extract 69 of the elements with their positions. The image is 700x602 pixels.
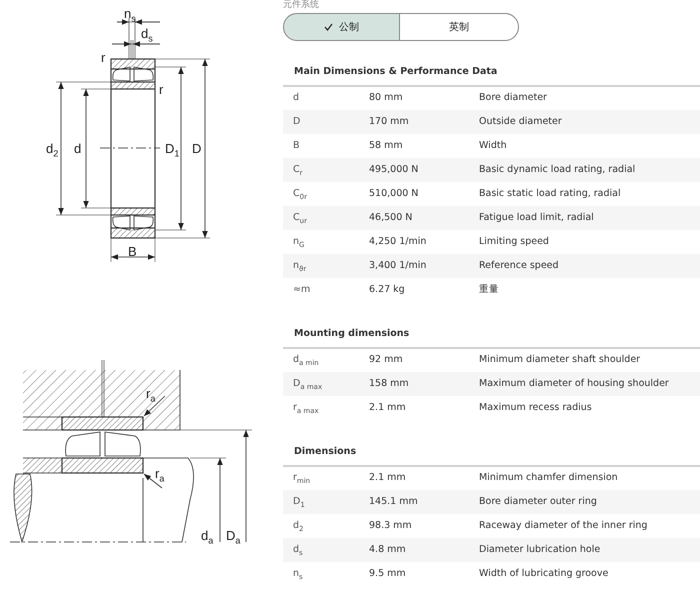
symbol-cell-text: r$_{min}$ (293, 471, 310, 487)
dimension-label: D (192, 141, 202, 156)
description-cell-text: Reference speed (479, 259, 559, 273)
description-cell-text: Width of lubricating groove (479, 567, 608, 581)
dimension-label: r$_{a}$ (155, 466, 164, 486)
description-cell-text: Diameter lubrication hole (479, 543, 600, 557)
dimension-label: D$_{1}$ (165, 141, 180, 161)
value-cell-text: 2.1 mm (369, 471, 406, 485)
value-cell-text: 170 mm (369, 115, 409, 129)
value-cell-text: 92 mm (369, 353, 403, 367)
symbol-cell-text: n$_{G}$ (293, 235, 304, 251)
description-cell-text: Basic dynamic load rating, radial (479, 163, 636, 177)
symbol-cell-text: d (293, 91, 300, 105)
description-cell-text: Fatigue load limit, radial (479, 211, 594, 225)
description-cell-text: Raceway diameter of the inner ring (479, 519, 648, 533)
description-cell-text: Maximum recess radius (479, 401, 592, 415)
section-heading: Mounting dimensions (294, 327, 410, 341)
dimension-label: d$_{s}$ (141, 26, 153, 46)
symbol-cell-text: D$_{a max}$ (293, 377, 322, 393)
imperial-toggle-button: 英制 (399, 13, 519, 41)
value-cell-text: 80 mm (369, 91, 403, 105)
metric-toggle-button: 公制 (283, 13, 400, 41)
symbol-cell-text: D$_{1}$ (293, 495, 305, 511)
dimension-label: r$_{a}$ (146, 386, 156, 406)
value-cell-text: 4.8 mm (369, 543, 406, 557)
value-cell-text: 145.1 mm (369, 495, 418, 509)
value-cell-text: 3,400 1/min (369, 259, 426, 273)
dimension-label: n$_{s}$ (124, 6, 136, 26)
value-cell-text: 6.27 kg (369, 283, 405, 297)
dimension-label: d$_{a}$ (201, 528, 214, 548)
value-cell-text: 495,000 N (369, 163, 418, 177)
description-cell-text: Bore diameter outer ring (479, 495, 597, 509)
description-cell-text: Outside diameter (479, 115, 562, 129)
symbol-cell-text: D (293, 115, 300, 129)
dimension-label: B (128, 244, 137, 259)
value-cell-text: 2.1 mm (369, 401, 406, 415)
symbol-cell-text: B (293, 139, 300, 153)
dimension-label: D$_{a}$ (226, 528, 240, 548)
symbol-cell-text: r$_{a max}$ (293, 401, 319, 417)
value-cell-text: 98.3 mm (369, 519, 412, 533)
description-cell-text: Limiting speed (479, 235, 549, 249)
value-cell-text: 46,500 N (369, 211, 412, 225)
symbol-cell-text: C$_{ur}$ (293, 211, 307, 227)
dimension-label: d$_{2}$ (46, 141, 58, 161)
symbol-cell-text: d$_{s}$ (293, 543, 303, 559)
dimension-label: r (101, 50, 106, 65)
symbol-cell-text: C$_{0r}$ (293, 187, 307, 203)
dimension-label: d (74, 141, 82, 156)
symbol-cell-text: n$_{ϑr}$ (293, 259, 306, 275)
value-cell-text: 4,250 1/min (369, 235, 426, 249)
value-cell-text: 510,000 N (369, 187, 418, 201)
description-cell-text: Minimum chamfer dimension (479, 471, 618, 485)
description-cell-text: Minimum diameter shaft shoulder (479, 353, 640, 367)
section-heading: Main Dimensions & Performance Data (294, 65, 498, 79)
symbol-cell-text: n$_{s}$ (293, 567, 303, 583)
value-cell-text: 9.5 mm (369, 567, 406, 581)
dimension-label: r (159, 82, 164, 97)
description-cell-text: 重量 (479, 283, 499, 297)
description-cell-text: Bore diameter (479, 91, 547, 105)
symbol-cell-text: d$_{2}$ (293, 519, 304, 535)
section-heading: Dimensions (294, 445, 356, 459)
symbol-cell-text: d$_{a min}$ (293, 353, 319, 369)
value-cell-text: 58 mm (369, 139, 403, 153)
symbol-cell-text: C$_{r}$ (293, 163, 303, 179)
description-cell-text: Maximum diameter of housing shoulder (479, 377, 669, 391)
value-cell-text: 158 mm (369, 377, 409, 391)
description-cell-text: Basic static load rating, radial (479, 187, 621, 201)
symbol-cell-text: ≈m (293, 283, 310, 297)
description-cell-text: Width (479, 139, 507, 153)
